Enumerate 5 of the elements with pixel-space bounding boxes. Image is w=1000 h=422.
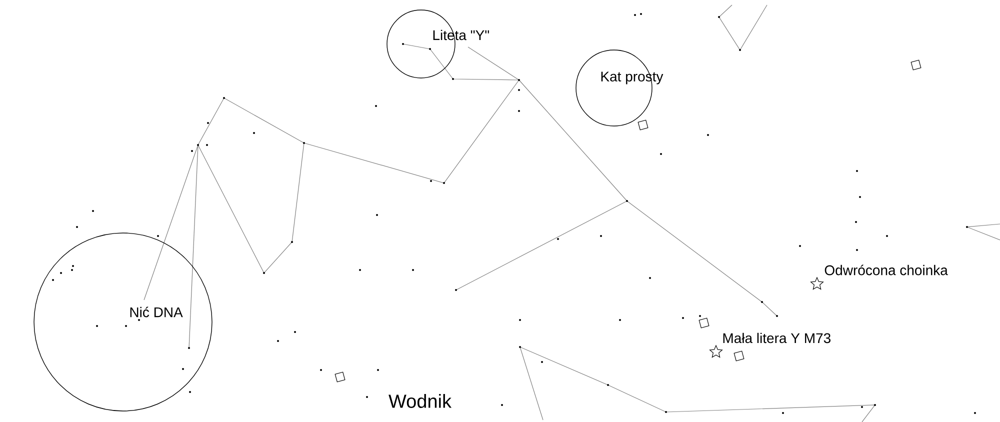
constellation-name: Wodnik bbox=[388, 394, 452, 408]
marker-label: Nić DNA bbox=[130, 306, 183, 318]
marker-label: Odwrócona choinka bbox=[824, 264, 948, 276]
circle-marker bbox=[34, 232, 212, 412]
marker-label: Mała litera Y M73 bbox=[723, 332, 830, 344]
